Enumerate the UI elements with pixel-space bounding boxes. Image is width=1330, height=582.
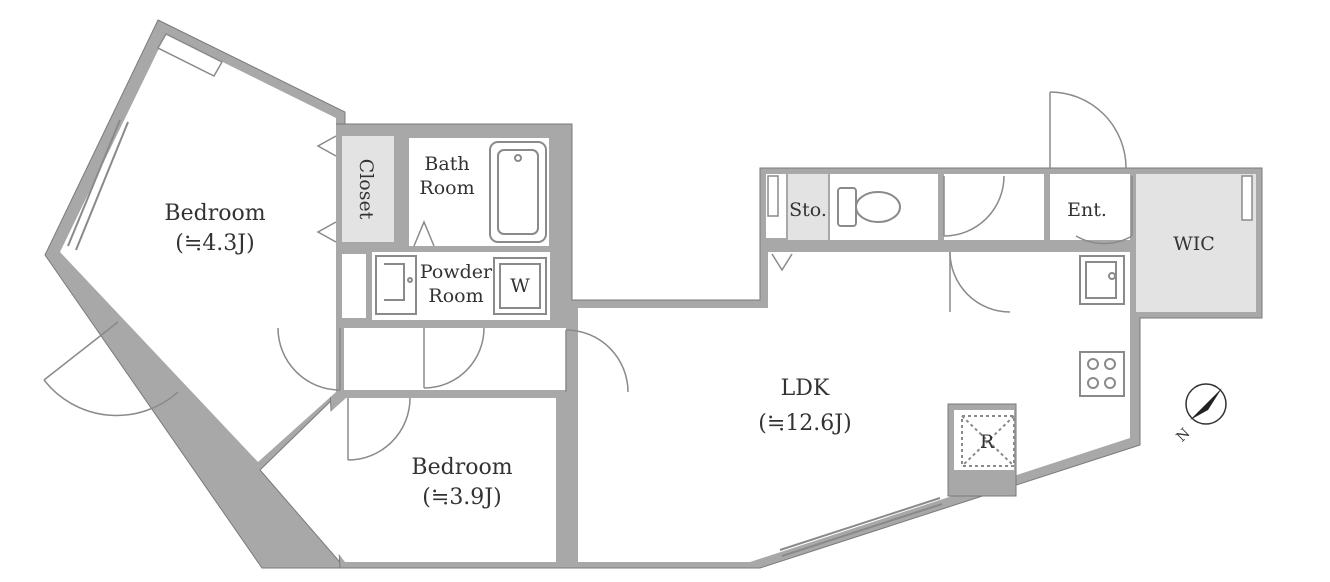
kitchen-sink [1079, 255, 1125, 305]
room-labels: Bedroom (≒4.3J) Bedroom (≒3.9J) LDK (≒12… [164, 153, 1214, 510]
bath-label-line2: Room [419, 177, 474, 199]
refrigerator-label: R [980, 431, 995, 453]
storage-label: Sto. [789, 199, 827, 221]
ldk-name: LDK [781, 376, 830, 401]
room-floors [60, 34, 1130, 562]
wic-label: WIC [1173, 233, 1215, 255]
bath-label-line1: Bath [424, 153, 469, 175]
refrigerator-space [961, 415, 1015, 467]
doors [43, 91, 1133, 461]
bedroom2-size: (≒3.9J) [422, 485, 501, 510]
bedroom1-name: Bedroom [164, 201, 265, 226]
closet-label: Closet [355, 159, 377, 220]
north-arrow-icon [1190, 388, 1222, 420]
closet-room [342, 136, 394, 242]
compass-north-label: N [1174, 425, 1194, 445]
stove [1079, 351, 1125, 397]
bathtub [489, 141, 547, 243]
wic-room [1136, 174, 1256, 312]
windows [67, 33, 1253, 557]
vanity-sink [375, 255, 417, 315]
bedroom2-name: Bedroom [411, 455, 512, 480]
entrance-label: Ent. [1067, 199, 1107, 221]
fixtures [375, 141, 1125, 497]
washer-space [493, 257, 547, 315]
storage-room [788, 174, 828, 240]
bedroom1-size: (≒4.3J) [175, 231, 254, 256]
compass: N [1174, 383, 1227, 445]
powder-label-line2: Room [428, 285, 483, 307]
washer-label: W [510, 275, 530, 297]
ldk-size: (≒12.6J) [758, 411, 851, 436]
powder-label-line1: Powder [420, 261, 493, 283]
